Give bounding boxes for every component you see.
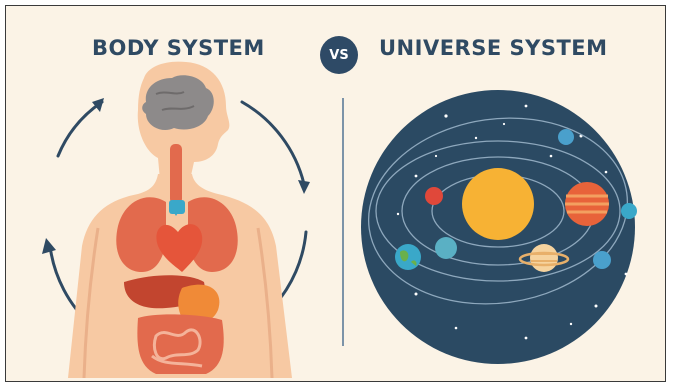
universe-system-title: UNIVERSE SYSTEM [379, 36, 608, 60]
sun-icon [462, 168, 534, 240]
saturn-icon [520, 244, 568, 272]
earth-icon [395, 244, 421, 270]
blue-planet-icon [593, 251, 611, 269]
venus-icon [435, 237, 457, 259]
body-illustration [6, 6, 346, 382]
mars-icon [425, 187, 443, 205]
star-dots-icon [397, 105, 628, 340]
infographic-frame: BODY SYSTEM VS UNIVERSE SYSTEM [5, 5, 666, 382]
human-body-icon [68, 62, 292, 378]
neptune-icon [558, 129, 574, 145]
uranus-icon [621, 203, 637, 219]
jupiter-icon [565, 182, 609, 226]
solar-system-icon [356, 90, 639, 364]
